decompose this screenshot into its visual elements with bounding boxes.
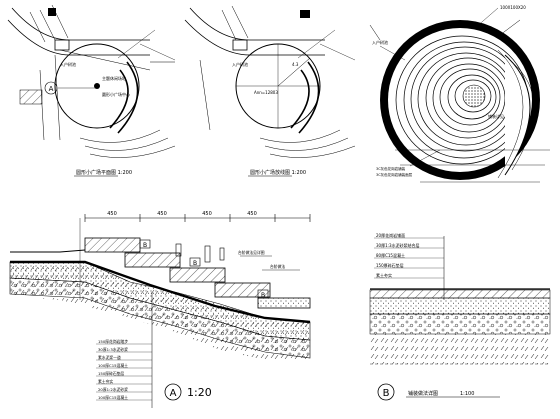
section-b-layer: 20厚花岗岩铺面 bbox=[376, 232, 405, 238]
paving-bottom-note: 3C灰色花岗岩铺装面层 bbox=[376, 172, 413, 177]
plan-label-entrance: 入户树池 bbox=[60, 61, 76, 67]
section-a-note-step: 台阶做法见详图 bbox=[238, 250, 265, 255]
section-b-title: 铺装做法详图 bbox=[408, 390, 438, 397]
section-a-layer: 30厚1:3水泥砂浆 bbox=[98, 347, 128, 352]
dim-2: 450 bbox=[157, 211, 167, 217]
plan-axis-marker: A bbox=[49, 85, 54, 93]
plan-label-note-b: 圆形小广场中心 bbox=[102, 91, 130, 97]
layout-label-note: 4.3 bbox=[292, 62, 299, 67]
layout-title: 圆形小广场放线图 1:200 bbox=[250, 169, 306, 176]
section-a-layer: 100厚C15混凝土 bbox=[98, 363, 128, 368]
section-a-layer: 素土夯实 bbox=[98, 379, 113, 384]
dim-3: 450 bbox=[202, 211, 212, 217]
section-a-marker: A bbox=[170, 388, 177, 399]
section-b-layer-list: 20厚花岗岩铺面 30厚1:3水泥砂浆结合层 80厚C15混凝土 150厚碎石垫… bbox=[374, 232, 444, 279]
section-b-marker: B bbox=[383, 388, 390, 399]
section-b-scale: 1:100 bbox=[460, 391, 474, 397]
layout-label-radius: Ann=12803 bbox=[254, 90, 278, 95]
section-b-layer: 30厚1:3水泥砂浆结合层 bbox=[376, 242, 420, 248]
section-b-layer: 素土夯实 bbox=[376, 272, 392, 278]
section-a-layer: 素水泥浆一道 bbox=[98, 355, 121, 360]
section-a-layer: 150厚碎石垫层 bbox=[98, 371, 124, 376]
section-b-layer: 80厚C15混凝土 bbox=[376, 252, 405, 258]
section-a-scale: 1:20 bbox=[187, 386, 212, 399]
section-a-layer-list: 150厚花岗岩踏步 30厚1:3水泥砂浆 素水泥浆一道 100厚C15混凝土 1… bbox=[96, 339, 152, 401]
layout-label-entrance: 入户树池 bbox=[232, 61, 248, 67]
dim-1: 450 bbox=[107, 211, 117, 217]
layout-view: 入户树池 Ann=12803 4.3 圆形小广场放线图 1:200 bbox=[184, 5, 356, 177]
section-a-layer: 150厚花岗岩踏步 bbox=[98, 339, 128, 344]
section-a-tag-1: B bbox=[143, 242, 147, 249]
paving-label-entrance: 入户树池 bbox=[372, 39, 388, 45]
paving-ring-note: 3C灰色花岗岩铺装 bbox=[376, 166, 406, 171]
section-a-marker-circle bbox=[164, 383, 182, 401]
plan-title: 圆形小广场平面图 1:200 bbox=[76, 169, 132, 176]
paving-top-note: 100X100X20 bbox=[500, 5, 526, 10]
paving-center-note: 铺装详见 bbox=[488, 113, 504, 119]
dim-4: 450 bbox=[247, 211, 257, 217]
section-a-layer: 20厚1:2水泥砂浆 bbox=[98, 387, 128, 392]
section-b: 20厚花岗岩铺面 30厚1:3水泥砂浆结合层 80厚C15混凝土 150厚碎石垫… bbox=[369, 232, 551, 401]
section-a-layer: 100厚C15混凝土 bbox=[98, 395, 128, 400]
paving-circle-view: 100X100X20 入户树池 铺装详见 3C灰色花岗岩铺装 3C灰色花岗岩铺装… bbox=[369, 5, 550, 183]
section-b-layer: 150厚碎石垫层 bbox=[376, 262, 404, 268]
section-a: 450 450 450 450 B B B 台阶做法见详图 bbox=[9, 211, 311, 408]
plan-view: A 入户树池 主题休闲场地 圆形小广场中心 圆形小广场平面图 1:200 bbox=[7, 4, 176, 177]
section-a-tag-2: B bbox=[193, 260, 197, 267]
section-a-tag-3: B bbox=[261, 292, 265, 299]
section-b-marker-circle bbox=[377, 383, 395, 401]
plan-label-note-a: 主题休闲场地 bbox=[102, 75, 126, 81]
section-a-note-right: 台阶做法 bbox=[270, 264, 285, 269]
